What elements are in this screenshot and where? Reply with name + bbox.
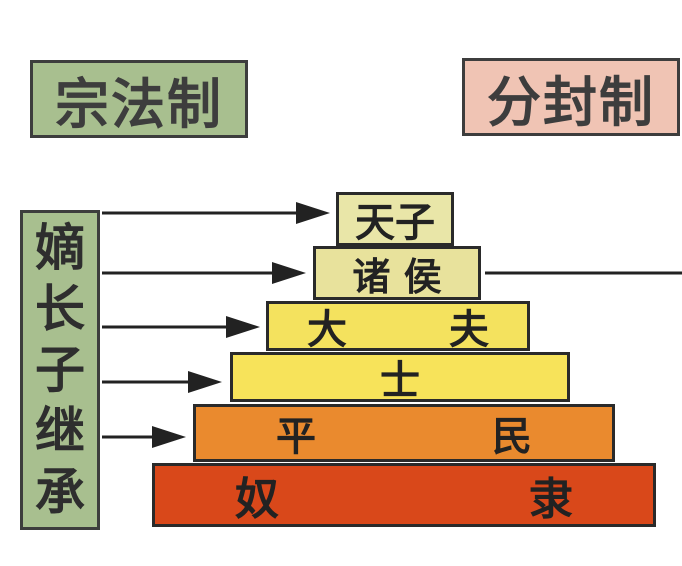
tier-dafu: 大夫 (266, 301, 530, 353)
tier-label: 平 (276, 413, 316, 460)
inheritance-box: 嫡长子继承 (20, 210, 100, 530)
arrow-to-pingmin (102, 426, 186, 448)
tier-shi: 士 (230, 352, 570, 404)
zongfa-title: 宗法制 (55, 71, 223, 136)
arrow-to-tianzi (102, 202, 330, 224)
inheritance-char: 继 (35, 401, 85, 461)
tier-label: 奴 (235, 474, 279, 525)
tier-zhuhou: 诸 侯 (313, 246, 481, 300)
tier-label: 士 (380, 357, 420, 404)
tier-label: 民 (492, 413, 532, 460)
tier-label: 隶 (529, 474, 573, 525)
tier-label: 大 (307, 306, 347, 353)
inheritance-char: 子 (35, 339, 85, 399)
arrow-to-dafu (102, 316, 260, 338)
tier-label: 天子 (355, 199, 435, 246)
tier-nuli: 奴隶 (152, 463, 656, 527)
zongfa-title-box: 宗法制 (30, 60, 248, 138)
fenfeng-title-box: 分封制 (462, 58, 680, 136)
fenfeng-title: 分封制 (487, 69, 655, 134)
inheritance-char: 承 (35, 462, 85, 522)
arrow-to-shi (102, 371, 222, 393)
tier-pingmin: 平民 (193, 404, 615, 462)
tier-label: 夫 (449, 306, 489, 353)
inheritance-char: 嫡 (35, 217, 85, 277)
inheritance-char: 长 (35, 278, 85, 338)
tier-tianzi: 天子 (336, 192, 454, 246)
arrow-to-zhuhou (102, 262, 306, 284)
tier-label: 诸 侯 (352, 253, 442, 299)
